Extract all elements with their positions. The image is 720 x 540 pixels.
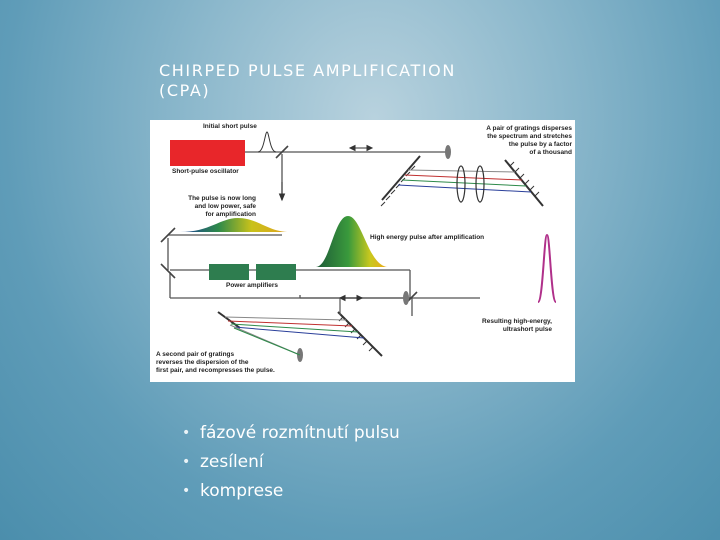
svg-text:reverses the dispersion of the: reverses the dispersion of the	[156, 359, 249, 366]
bullet-text: komprese	[200, 480, 284, 501]
bullet-text: fázové rozmítnutí pulsu	[200, 422, 400, 443]
bullet-icon: •	[182, 453, 191, 470]
cpa-diagram: Short-pulse oscillator Initial short pul…	[150, 120, 575, 382]
oscillator-block	[170, 140, 245, 166]
gratings1-label: A pair of gratings disperses the spectru…	[486, 125, 572, 156]
arrow-icons	[278, 144, 374, 302]
bullet-item: • komprese	[182, 476, 400, 505]
bullet-item: • fázové rozmítnutí pulsu	[182, 418, 400, 447]
svg-text:first pair, and recompresses t: first pair, and recompresses the pulse.	[156, 367, 275, 374]
slide-title: CHIRPED PULSE AMPLIFICATION (CPA)	[159, 61, 579, 101]
svg-text:the spectrum and stretches: the spectrum and stretches	[487, 133, 572, 140]
power-amplifier-1	[209, 264, 249, 280]
power-amplifier-2	[256, 264, 296, 280]
amplifiers-label: Power amplifiers	[226, 282, 278, 289]
bullet-text: zesílení	[200, 451, 264, 472]
svg-text:of a thousand: of a thousand	[529, 149, 572, 156]
svg-text:the pulse by a factor: the pulse by a factor	[509, 141, 573, 148]
amplified-pulse	[316, 216, 388, 267]
bullet-icon: •	[182, 424, 191, 441]
initial-pulse-label: Initial short pulse	[203, 123, 257, 130]
long-pulse-label: The pulse is now long and low power, saf…	[188, 195, 256, 218]
result-label: Resulting high-energy, ultrashort pulse	[482, 318, 552, 333]
gratings2-label: A second pair of gratings reverses the d…	[156, 351, 275, 374]
compressor-gratings	[217, 298, 383, 357]
bullet-icon: •	[182, 482, 191, 499]
slide-title-line1: CHIRPED PULSE AMPLIFICATION	[159, 61, 456, 80]
bullet-list: • fázové rozmítnutí pulsu • zesílení • komp…	[182, 418, 400, 505]
svg-text:ultrashort pulse: ultrashort pulse	[503, 326, 553, 333]
slide-title-line2: (CPA)	[159, 81, 211, 100]
svg-text:for amplification: for amplification	[205, 211, 256, 218]
svg-text:A second pair of gratings: A second pair of gratings	[156, 351, 235, 358]
svg-text:Resulting high-energy,: Resulting high-energy,	[482, 318, 552, 325]
stretched-pulse	[180, 218, 290, 232]
svg-text:A pair of gratings disperses: A pair of gratings disperses	[486, 125, 572, 132]
bullet-item: • zesílení	[182, 447, 400, 476]
final-pulse-icon	[537, 233, 557, 303]
svg-text:The pulse is now long: The pulse is now long	[188, 195, 256, 202]
high-energy-label: High energy pulse after amplification	[370, 234, 484, 241]
initial-pulse-icon	[257, 131, 277, 153]
svg-text:and low power, safe: and low power, safe	[195, 203, 257, 210]
stretcher-gratings	[380, 155, 544, 207]
oscillator-label: Short-pulse oscillator	[172, 168, 239, 175]
